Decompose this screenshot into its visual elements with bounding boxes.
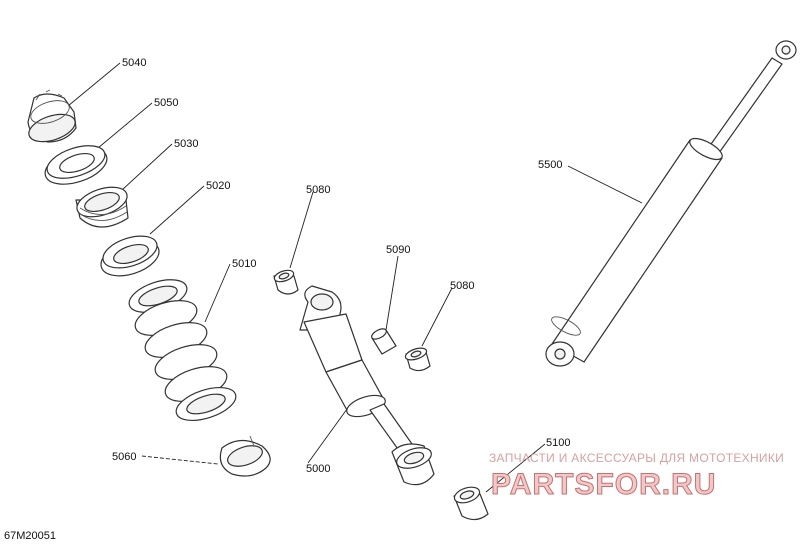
part-5060-split-ring <box>219 435 271 477</box>
drawing-reference: 67M20051 <box>4 530 56 542</box>
callout-labels: 5040 5050 5030 5020 5010 5060 5080 5090 … <box>112 57 570 475</box>
part-5080-bushing-left <box>273 269 299 295</box>
part-5500-gas-strut <box>545 40 797 367</box>
callout-5080-right: 5080 <box>450 280 474 292</box>
watermark-logo: PARTSFOR.RU <box>491 468 716 501</box>
part-5020-ring <box>100 235 160 277</box>
part-5000-shock-absorber <box>299 285 435 486</box>
callout-5040: 5040 <box>122 57 146 69</box>
callout-5050: 5050 <box>154 97 178 109</box>
callout-5060: 5060 <box>112 451 136 463</box>
part-5030-collar <box>75 186 129 228</box>
callout-5080-left: 5080 <box>306 184 330 196</box>
callout-5500: 5500 <box>538 159 562 171</box>
part-5100-bushing <box>453 486 489 521</box>
watermark-caption: ЗАПЧАСТИ И АКСЕССУАРЫ ДЛЯ МОТОТЕХНИКИ <box>489 451 784 465</box>
callout-5030: 5030 <box>174 138 198 150</box>
callout-5090: 5090 <box>386 244 410 256</box>
part-5080-bushing-right <box>404 347 431 372</box>
watermark: ЗАПЧАСТИ И АКСЕССУАРЫ ДЛЯ МОТОТЕХНИКИ PA… <box>489 451 784 502</box>
part-5010-coil-spring <box>128 279 237 422</box>
leader-lines <box>67 62 643 493</box>
callout-5020: 5020 <box>206 180 230 192</box>
callout-5100: 5100 <box>546 437 570 449</box>
part-5040-spring-cap <box>27 89 77 143</box>
part-5090-sleeve <box>371 328 397 355</box>
callout-5010: 5010 <box>232 258 256 270</box>
part-5050-washer <box>44 145 108 185</box>
callout-5000: 5000 <box>306 463 330 475</box>
